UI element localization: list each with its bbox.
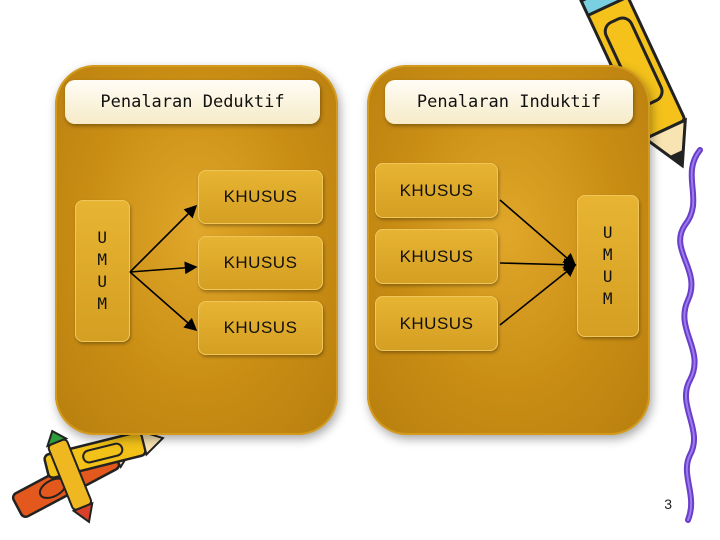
arrow: [130, 267, 196, 272]
arrow: [500, 265, 575, 325]
arrow: [130, 206, 196, 272]
arrow: [500, 263, 575, 265]
inductive-arrows: [500, 200, 575, 325]
arrow: [130, 272, 196, 330]
arrow: [500, 200, 575, 265]
deductive-arrows: [130, 206, 196, 330]
page-number: 3: [664, 496, 672, 512]
